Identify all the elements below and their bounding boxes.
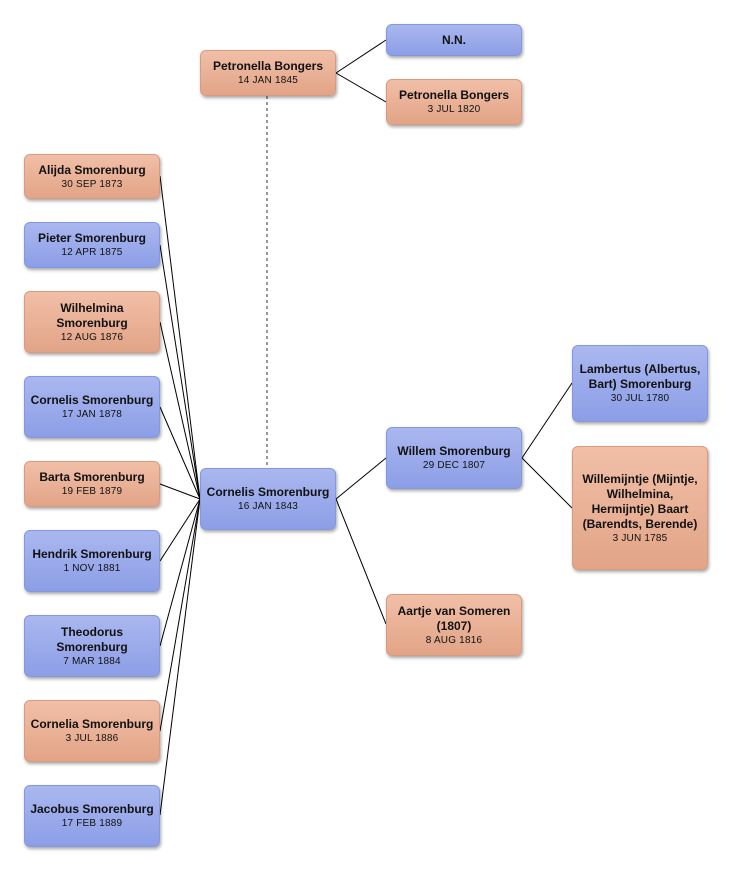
person-child[interactable]: Cornelia Smorenburg 3 JUL 1886 (24, 700, 160, 762)
person-name: Lambertus (Albertus, Bart) Smorenburg (579, 362, 701, 391)
person-name: Wilhelmina Smorenburg (56, 300, 128, 330)
person-name: Jacobus Smorenburg (30, 802, 154, 816)
person-date: 30 SEP 1873 (61, 178, 123, 190)
person-child[interactable]: Hendrik Smorenburg 1 NOV 1881 (24, 530, 160, 592)
person-date: 3 JUN 1785 (612, 532, 668, 544)
link-child-2 (159, 244, 201, 500)
person-spouse[interactable]: Petronella Bongers 14 JAN 1845 (200, 50, 336, 96)
person-date: 29 DEC 1807 (422, 460, 486, 471)
person-root[interactable]: Cornelis Smorenburg 16 JAN 1843 (200, 468, 336, 530)
person-name: Pieter Smorenburg (37, 231, 147, 245)
person-name: Petronella Bongers (398, 88, 510, 102)
person-child[interactable]: Theodorus Smorenburg 7 MAR 1884 (24, 615, 160, 677)
person-date: 12 AUG 1876 (60, 331, 124, 343)
link-child-9 (159, 498, 201, 816)
person-name: Hendrik Smorenburg (32, 547, 152, 561)
link-child-3 (159, 321, 201, 500)
person-date: 17 JAN 1878 (61, 409, 123, 420)
person-father[interactable]: Willem Smorenburg 29 DEC 1807 (386, 427, 522, 489)
person-mother[interactable]: Aartje van Someren (1807) 8 AUG 1816 (386, 594, 522, 656)
link-spouse-mother (335, 72, 387, 103)
person-name: Aartje van Someren (1807) (397, 603, 521, 633)
link-father-grandfather (521, 382, 573, 459)
person-date: 8 AUG 1816 (425, 634, 483, 646)
person-child[interactable]: Pieter Smorenburg 12 APR 1875 (24, 222, 160, 268)
person-name: Alijda Smorenburg (38, 162, 146, 177)
person-date: 19 FEB 1879 (61, 486, 123, 497)
link-child-1 (159, 175, 201, 500)
person-name: Cornelis Smorenburg (206, 485, 330, 499)
person-spouse-mother[interactable]: Petronella Bongers 3 JUL 1820 (386, 79, 522, 125)
person-date: 1 NOV 1881 (63, 563, 121, 574)
person-name: Cornelia Smorenburg (30, 717, 154, 731)
person-name: Cornelis Smorenburg (30, 393, 154, 407)
person-child[interactable]: Alijda Smorenburg 30 SEP 1873 (24, 154, 160, 199)
person-date: 3 JUL 1820 (427, 104, 481, 115)
person-date: 3 JUL 1886 (65, 733, 119, 744)
link-child-4 (159, 406, 201, 500)
link-child-5 (159, 483, 201, 500)
person-date: 14 JAN 1845 (237, 75, 299, 86)
person-child[interactable]: Jacobus Smorenburg 17 FEB 1889 (24, 785, 160, 847)
person-child[interactable]: Cornelis Smorenburg 17 JAN 1878 (24, 376, 160, 438)
link-child-8 (159, 498, 201, 732)
person-date: 7 MAR 1884 (63, 655, 121, 667)
person-date: 30 JUL 1780 (610, 393, 670, 404)
person-grandfather[interactable]: Lambertus (Albertus, Bart) Smorenburg 30… (572, 345, 708, 422)
person-date: 17 FEB 1889 (61, 818, 123, 829)
person-name: Petronella Bongers (212, 59, 324, 73)
person-spouse-father[interactable]: N.N. (386, 24, 522, 56)
person-name: N.N. (442, 32, 466, 47)
link-root-mother (335, 498, 387, 625)
person-date: 12 APR 1875 (61, 247, 123, 258)
link-father-grandmother (521, 457, 573, 509)
person-name: Barta Smorenburg (39, 470, 145, 484)
person-date: 16 JAN 1843 (237, 501, 299, 512)
person-name: Willemijntje (Mijntje, Wilhelmina, Hermi… (582, 471, 698, 531)
person-name: Willem Smorenburg (397, 444, 511, 458)
person-name: Theodorus Smorenburg (56, 624, 128, 654)
link-child-7 (159, 498, 201, 647)
person-grandmother[interactable]: Willemijntje (Mijntje, Wilhelmina, Hermi… (572, 446, 708, 570)
person-child[interactable]: Barta Smorenburg 19 FEB 1879 (24, 461, 160, 507)
link-child-6 (159, 498, 201, 562)
person-child[interactable]: Wilhelmina Smorenburg 12 AUG 1876 (24, 291, 160, 353)
link-root-father (335, 457, 387, 500)
link-spouse-father (335, 39, 387, 74)
